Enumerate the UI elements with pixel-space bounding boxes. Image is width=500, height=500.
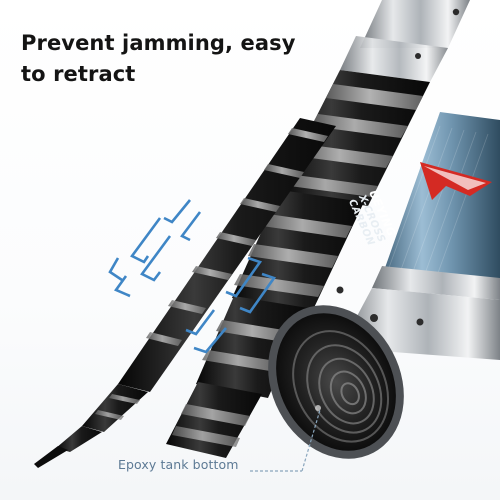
blue-pole-section — [336, 112, 500, 360]
callout-label: Epoxy tank bottom — [118, 457, 239, 472]
carbon-section-1 — [278, 70, 430, 206]
extend-arrows-icon — [108, 199, 202, 298]
epoxy-tank-bottom-cap — [268, 305, 404, 459]
headline: Prevent jamming, easy to retract — [21, 31, 296, 86]
retract-arrows-icon — [185, 256, 277, 354]
carbon-section-2 — [232, 190, 364, 312]
carbon-pole — [166, 0, 470, 458]
thin-carbon-shaft — [34, 118, 336, 468]
carbon-section-4 — [166, 382, 262, 458]
top-chrome-collar — [340, 0, 470, 82]
